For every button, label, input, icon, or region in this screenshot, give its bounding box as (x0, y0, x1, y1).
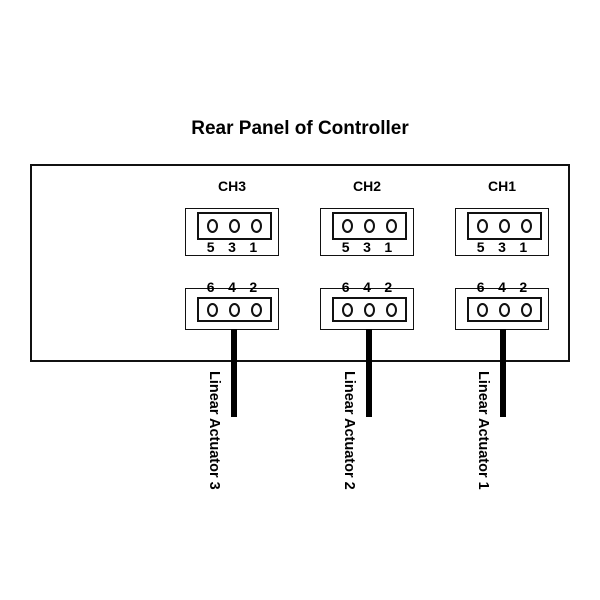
ch3-actuator-label: Linear Actuator 3 (206, 371, 222, 490)
channel-label-ch3: CH3 (217, 178, 246, 194)
ch1-actuator-cable (500, 329, 506, 417)
channel-label-ch1: CH1 (487, 178, 516, 194)
ch3-actuator-cable (231, 329, 237, 417)
ch3-bottom-pin-labels: 6 4 2 (200, 280, 264, 294)
ch3-top-connector-header (197, 212, 272, 240)
pin-5 (476, 219, 488, 233)
pin-5 (206, 219, 218, 233)
pin-label: 4 (498, 279, 506, 295)
diagram-title: Rear Panel of Controller (191, 118, 409, 139)
pin-2 (521, 302, 533, 317)
pin-label: 6 (341, 279, 350, 295)
pin-label: 4 (228, 279, 236, 295)
pin-4 (498, 302, 510, 317)
ch2-actuator-label: Linear Actuator 2 (341, 371, 357, 490)
pin-label: 3 (498, 239, 506, 255)
ch2-actuator-cable (366, 329, 372, 417)
pin-6 (341, 302, 353, 317)
pin-label: 1 (249, 239, 258, 255)
pin-label: 6 (476, 279, 485, 295)
pin-1 (251, 219, 263, 233)
ch2-bottom-pin-labels: 6 4 2 (335, 280, 399, 294)
pin-2 (251, 302, 263, 317)
pin-label: 2 (519, 279, 528, 295)
pin-label: 3 (363, 239, 371, 255)
ch3-bottom-connector: 6 4 2 (185, 280, 279, 330)
pin-label: 4 (363, 279, 371, 295)
pin-label: 6 (206, 279, 215, 295)
ch2-bottom-connector: 6 4 2 (320, 280, 414, 330)
pin-label: 5 (206, 239, 215, 255)
pin-label: 5 (476, 239, 485, 255)
ch1-bottom-connector: 6 4 2 (455, 280, 549, 330)
ch2-top-pin-labels: 5 3 1 (335, 240, 399, 254)
ch2-top-connector: 5 3 1 (320, 208, 414, 256)
ch1-top-pin-labels: 5 3 1 (470, 240, 534, 254)
pin-3 (363, 219, 375, 233)
ch1-top-connector-header (467, 212, 542, 240)
pin-4 (363, 302, 375, 317)
pin-4 (228, 302, 240, 317)
pin-2 (386, 302, 398, 317)
pin-1 (521, 219, 533, 233)
pin-1 (386, 219, 398, 233)
pin-label: 1 (519, 239, 528, 255)
ch1-bottom-pin-labels: 6 4 2 (470, 280, 534, 294)
pin-label: 2 (384, 279, 393, 295)
pin-label: 5 (341, 239, 350, 255)
pin-3 (498, 219, 510, 233)
ch1-bottom-connector-header (467, 297, 542, 322)
ch3-top-pin-labels: 5 3 1 (200, 240, 264, 254)
ch1-actuator-label: Linear Actuator 1 (475, 371, 491, 490)
pin-6 (476, 302, 488, 317)
pin-label: 3 (228, 239, 236, 255)
channel-label-ch2: CH2 (352, 178, 381, 194)
ch2-bottom-connector-header (332, 297, 407, 322)
pin-3 (228, 219, 240, 233)
pin-label: 1 (384, 239, 393, 255)
ch3-top-connector: 5 3 1 (185, 208, 279, 256)
ch2-top-connector-header (332, 212, 407, 240)
controller-rear-panel (30, 164, 570, 362)
pin-5 (341, 219, 353, 233)
pin-6 (206, 302, 218, 317)
ch1-top-connector: 5 3 1 (455, 208, 549, 256)
pin-label: 2 (249, 279, 258, 295)
ch3-bottom-connector-header (197, 297, 272, 322)
